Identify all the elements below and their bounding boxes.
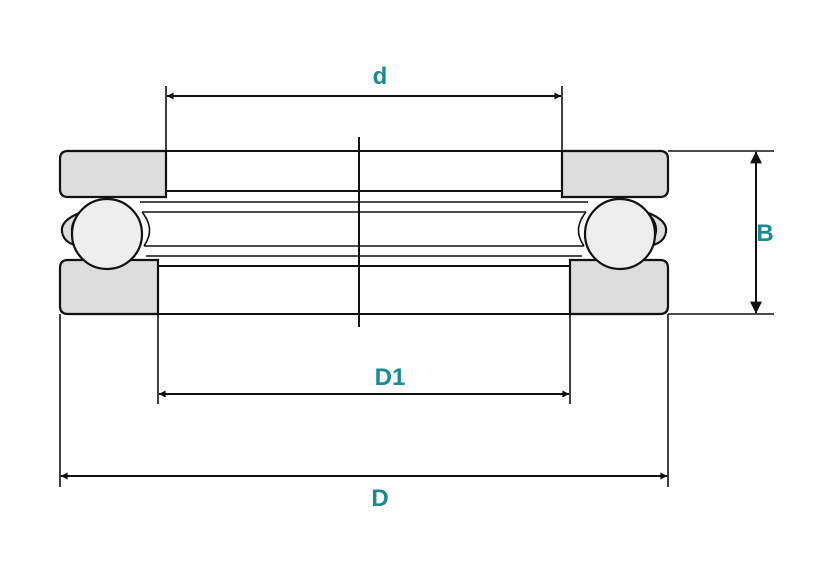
left-ball [70,197,144,271]
B-label: B [756,220,773,247]
d-label: d [373,63,388,90]
cage-right-curve-outer [577,211,587,247]
cage [60,201,668,257]
D-label: D [371,485,388,512]
extension-lines [59,86,774,487]
bottom-washer [58,258,670,316]
top-washer-left [58,149,168,199]
D1-label: D1 [375,364,406,391]
top-washer-right [560,149,670,199]
bottom-washer-right [568,258,670,316]
right-ball [583,197,657,271]
top-washer [58,149,670,199]
bottom-washer-left [58,258,160,316]
cage-left-curve-outer [141,211,151,247]
